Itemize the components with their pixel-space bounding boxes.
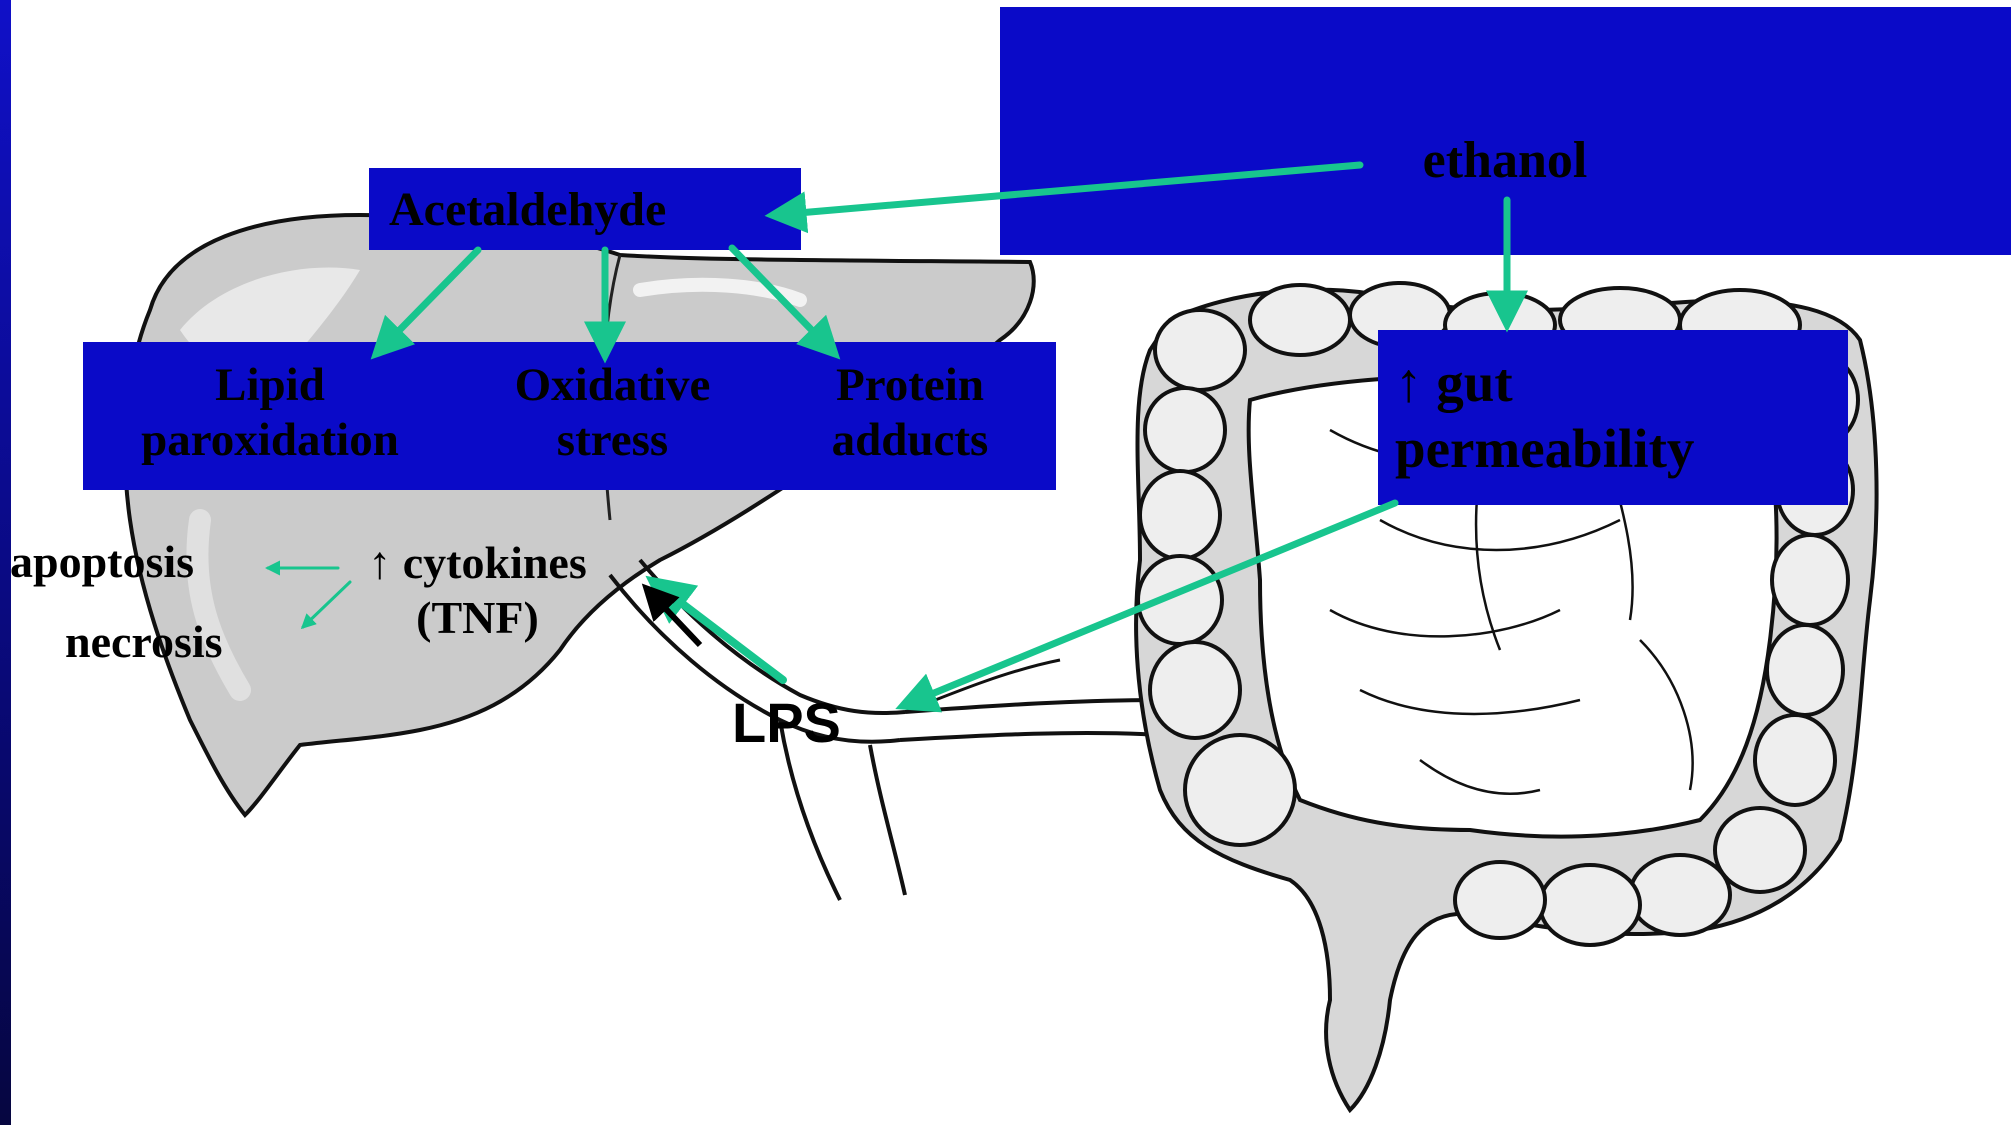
- gut-to-lps-arrow: [905, 503, 1395, 705]
- ethanol-to-acetaldehyde-arrow: [775, 165, 1360, 215]
- cytokines-to-necrosis-arrow: [303, 582, 350, 627]
- acetaldehyde-to-lipid-arrow: [378, 250, 478, 352]
- acetaldehyde-to-protein-arrow: [732, 248, 833, 352]
- lps-to-liver-arrow: [655, 583, 783, 680]
